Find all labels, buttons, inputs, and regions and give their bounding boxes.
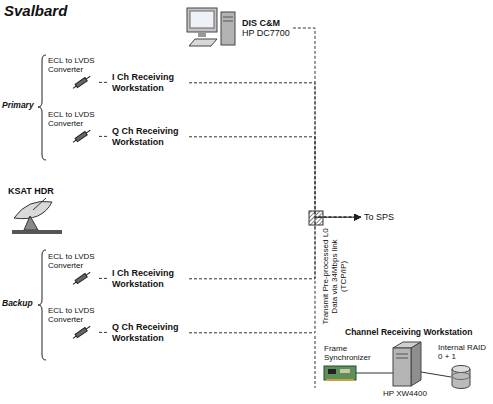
group-label: Backup <box>2 299 33 309</box>
node-text: I Ch Receiving Workstation <box>112 268 186 290</box>
converter-icon <box>70 129 94 143</box>
node-text: Q Ch Receiving Workstation <box>112 322 186 344</box>
data-link <box>189 83 361 217</box>
node-text: HP DC7700 <box>242 28 290 38</box>
part-label: Frame Synchronizer <box>324 344 378 362</box>
cable <box>421 372 451 377</box>
data-link <box>99 82 109 83</box>
workstation-tower <box>393 342 421 386</box>
conv-node: ECL to LVDS Converter <box>48 252 98 285</box>
frame-synchronizer-card <box>324 366 356 380</box>
conv-node: ECL to LVDS Converter <box>48 56 98 89</box>
dis-node: DIS C&MHP DC7700 <box>185 6 290 48</box>
ws-node: Q Ch Receiving Workstation <box>112 126 186 148</box>
group-label: Primary <box>2 101 34 111</box>
cable <box>356 373 393 374</box>
node-text: ECL to LVDS Converter <box>48 306 98 324</box>
data-link <box>99 278 109 279</box>
sps-node: To SPS <box>364 212 394 222</box>
bus-line <box>315 336 316 388</box>
node-text: Q Ch Receiving Workstation <box>112 126 186 148</box>
network-switch <box>309 211 323 225</box>
converter-icon <box>70 271 94 285</box>
data-link <box>189 137 361 217</box>
raid-disk <box>452 366 470 389</box>
detail-heading: Channel Receiving Workstation <box>345 328 472 338</box>
converter-icon <box>70 75 94 89</box>
node-text: ECL to LVDS Converter <box>48 252 98 270</box>
data-link <box>99 136 109 137</box>
data-link <box>293 28 361 217</box>
converter-icon <box>70 325 94 339</box>
computer-icon <box>185 6 239 48</box>
ws-node: Q Ch Receiving Workstation <box>112 322 186 344</box>
node-text: I Ch Receiving Workstation <box>112 72 186 94</box>
link-note: Transmit Pre-processed L0 Data via 34Mbp… <box>321 226 348 326</box>
ws-node: I Ch Receiving Workstation <box>112 72 186 94</box>
node-text: ECL to LVDS Converter <box>48 110 98 128</box>
diagram-title: Svalbard <box>4 2 67 19</box>
data-link <box>189 217 361 333</box>
node-text: DIS C&M <box>242 18 290 28</box>
data-link <box>99 332 109 333</box>
conv-node: ECL to LVDS Converter <box>48 110 98 143</box>
antenna-icon <box>8 196 66 236</box>
ws-node: I Ch Receiving Workstation <box>112 268 186 290</box>
ksat-node: KSAT HDR <box>8 186 66 236</box>
part-label: Internal RAID 0 + 1 <box>438 343 490 361</box>
conv-node: ECL to LVDS Converter <box>48 306 98 339</box>
part-label: HP XW4400 <box>383 389 427 398</box>
group-brace <box>38 250 46 360</box>
node-text: KSAT HDR <box>8 186 54 196</box>
node-text: To SPS <box>364 212 394 222</box>
group-brace <box>38 55 46 160</box>
node-text: ECL to LVDS Converter <box>48 56 98 74</box>
